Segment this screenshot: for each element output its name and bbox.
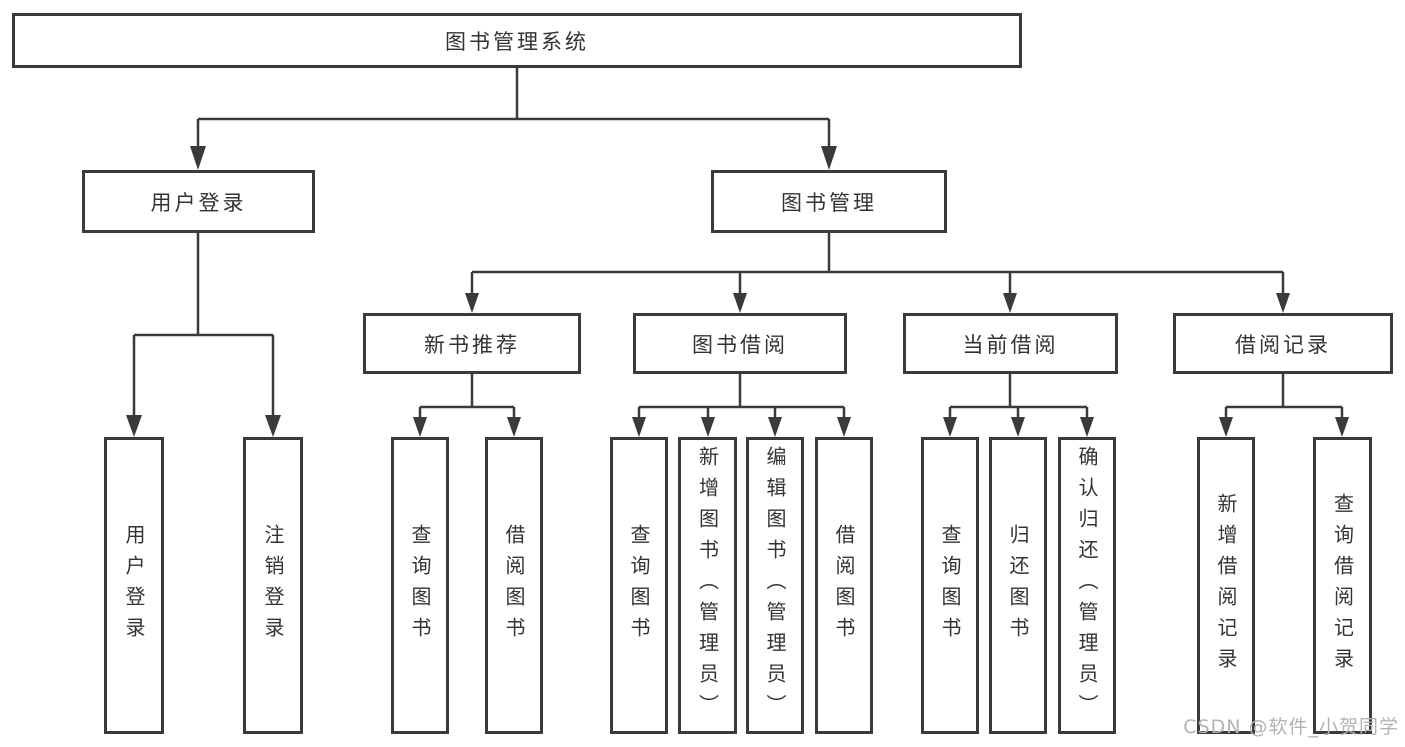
node-book-management: 图书管理	[711, 170, 947, 233]
leaf-user-login: 用户登录	[104, 437, 164, 734]
leaf-cb-query-books: 查询图书	[921, 437, 979, 734]
node-borrow-records: 借阅记录	[1173, 313, 1393, 374]
leaf-cb-confirm-return-admin: 确认归还（管理员）	[1058, 437, 1116, 734]
leaf-cb-return-books: 归还图书	[989, 437, 1047, 734]
arrowheads	[126, 146, 1349, 437]
leaf-br-query-record: 查询借阅记录	[1313, 437, 1372, 734]
leaf-bb-add-books-admin: 新增图书（管理员）	[678, 437, 737, 734]
leaf-bb-query-books: 查询图书	[610, 437, 668, 734]
node-new-book-recommend: 新书推荐	[363, 313, 581, 374]
connector-current-borrow-to-children	[948, 374, 1089, 420]
leaf-nbr-borrow-books: 借阅图书	[485, 437, 543, 734]
node-current-borrow: 当前借阅	[903, 313, 1118, 374]
leaf-nbr-query-books: 查询图书	[391, 437, 449, 734]
connector-root-to-level2	[196, 68, 831, 150]
node-root: 图书管理系统	[12, 13, 1022, 68]
leaf-logout: 注销登录	[243, 437, 303, 734]
connector-book-borrow-to-children	[637, 374, 846, 420]
leaf-br-add-record: 新增借阅记录	[1197, 437, 1255, 734]
connector-borrow-record-to-children	[1224, 374, 1344, 420]
connector-user-login-to-children	[132, 233, 275, 417]
csdn-watermark: CSDN @软件_小贺同学	[1183, 716, 1399, 738]
connector-book-mgmt-to-children	[470, 233, 1285, 296]
node-book-borrow: 图书借阅	[633, 313, 847, 374]
connector-new-book-rec-to-children	[418, 374, 516, 420]
node-user-login: 用户登录	[82, 170, 315, 233]
leaf-bb-borrow-books: 借阅图书	[815, 437, 873, 734]
leaf-bb-edit-books-admin: 编辑图书（管理员）	[746, 437, 804, 734]
